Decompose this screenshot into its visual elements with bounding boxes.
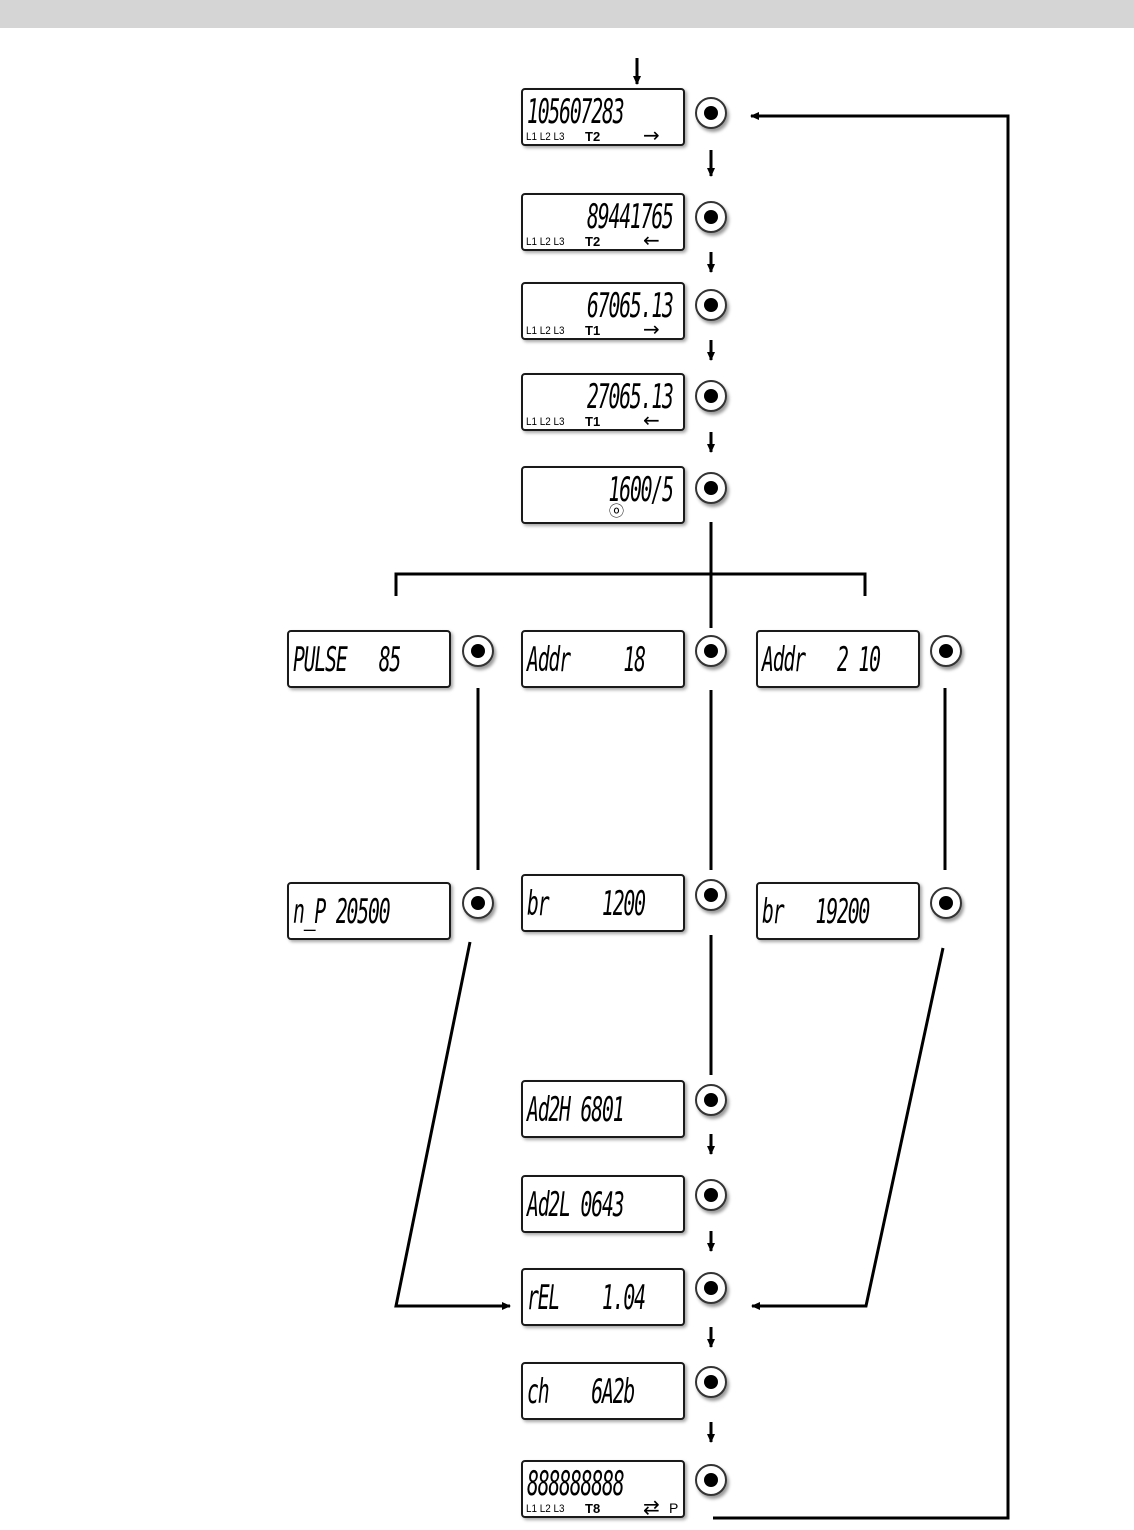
lcd-value: 105607283 — [527, 92, 625, 132]
return-loop — [713, 112, 1010, 1520]
phase-indicators: L1 L2 L3 — [526, 131, 565, 143]
push-button[interactable] — [695, 635, 727, 667]
push-button[interactable] — [695, 97, 727, 129]
lcd-screen-energy-t2-export: 89441765 L1 L2 L3 T2 ← — [521, 193, 685, 251]
lcd-value: 67065.13 — [587, 286, 674, 326]
lcd-value: Addr 18 — [527, 640, 646, 680]
lcd-screen-address-high: Ad2H 6801 — [521, 1080, 685, 1138]
push-button[interactable] — [695, 1464, 727, 1496]
lcd-screen-firmware-release: rEL 1.04 — [521, 1268, 685, 1326]
lcd-screen-checksum: ch 6A2b — [521, 1362, 685, 1420]
link-br-rel — [751, 947, 945, 1310]
tariff-indicator: T1 — [585, 414, 601, 429]
lcd-value: ch 6A2b — [527, 1372, 635, 1412]
lcd-value: 888888888 — [527, 1464, 625, 1504]
push-button[interactable] — [695, 289, 727, 321]
tariff-indicator: T2 — [585, 129, 601, 144]
lcd-value: PULSE 85 — [293, 640, 401, 680]
push-button[interactable] — [695, 1366, 727, 1398]
arrow-left-icon: ← — [643, 408, 660, 432]
push-button[interactable] — [695, 472, 727, 504]
lcd-screen-address: Addr 18 — [521, 630, 685, 688]
push-button[interactable] — [695, 879, 727, 911]
tariff-indicator: T8 — [585, 1501, 601, 1516]
current-transformer-icon: ⓞ — [609, 502, 625, 520]
power-indicator: P — [669, 1500, 679, 1516]
branch-bracket — [394, 572, 867, 596]
lcd-value: 27065.13 — [587, 377, 674, 417]
bidirectional-arrow-icon: ⇄ — [643, 1495, 660, 1519]
lcd-screen-ct-ratio: 1600/5 ⓞ — [521, 466, 685, 524]
push-button[interactable] — [462, 635, 494, 667]
lcd-screen-pulse: PULSE 85 — [287, 630, 451, 688]
lcd-screen-baud-rate: br 1200 — [521, 874, 685, 932]
lcd-value: 1600/5 — [608, 470, 674, 510]
lcd-value: br 19200 — [762, 892, 870, 932]
lcd-value: Ad2H 6801 — [527, 1090, 625, 1130]
lcd-value: Ad2L 0643 — [527, 1185, 625, 1225]
push-button[interactable] — [930, 887, 962, 919]
arrow-left-icon: ← — [643, 228, 660, 252]
lcd-value: 89441765 — [587, 197, 674, 237]
arrow-right-icon: → — [643, 317, 660, 341]
push-button[interactable] — [695, 1179, 727, 1211]
phase-indicators: L1 L2 L3 — [526, 325, 565, 337]
lcd-value: br 1200 — [527, 884, 646, 924]
push-button[interactable] — [930, 635, 962, 667]
phase-indicators: L1 L2 L3 — [526, 236, 565, 248]
lcd-screen-energy-t1-export: 27065.13 L1 L2 L3 T1 ← — [521, 373, 685, 431]
arrow-right-icon: → — [643, 123, 660, 147]
lcd-value: Addr 2 10 — [762, 640, 881, 680]
push-button[interactable] — [695, 1272, 727, 1304]
phase-indicators: L1 L2 L3 — [526, 416, 565, 428]
lcd-value: rEL 1.04 — [527, 1278, 646, 1318]
phase-indicators: L1 L2 L3 — [526, 1503, 565, 1515]
lcd-screen-pulse-count: n_P 20500 — [287, 882, 451, 940]
link-np-rel — [394, 941, 511, 1310]
push-button[interactable] — [695, 380, 727, 412]
push-button[interactable] — [695, 201, 727, 233]
lcd-screen-address-low: Ad2L 0643 — [521, 1175, 685, 1233]
header-bar — [0, 0, 1134, 28]
push-button[interactable] — [462, 887, 494, 919]
push-button[interactable] — [695, 1084, 727, 1116]
lcd-screen-segment-test: 888888888 L1 L2 L3 T8 ⇄ P — [521, 1460, 685, 1518]
lcd-screen-address-modbus: Addr 2 10 — [756, 630, 920, 688]
lcd-screen-energy-t1-import: 67065.13 L1 L2 L3 T1 → — [521, 282, 685, 340]
lcd-screen-energy-t2-import: 105607283 L1 L2 L3 T2 → — [521, 88, 685, 146]
lcd-screen-baud-rate-modbus: br 19200 — [756, 882, 920, 940]
tariff-indicator: T2 — [585, 234, 601, 249]
tariff-indicator: T1 — [585, 323, 601, 338]
lcd-value: n_P 20500 — [293, 892, 391, 932]
